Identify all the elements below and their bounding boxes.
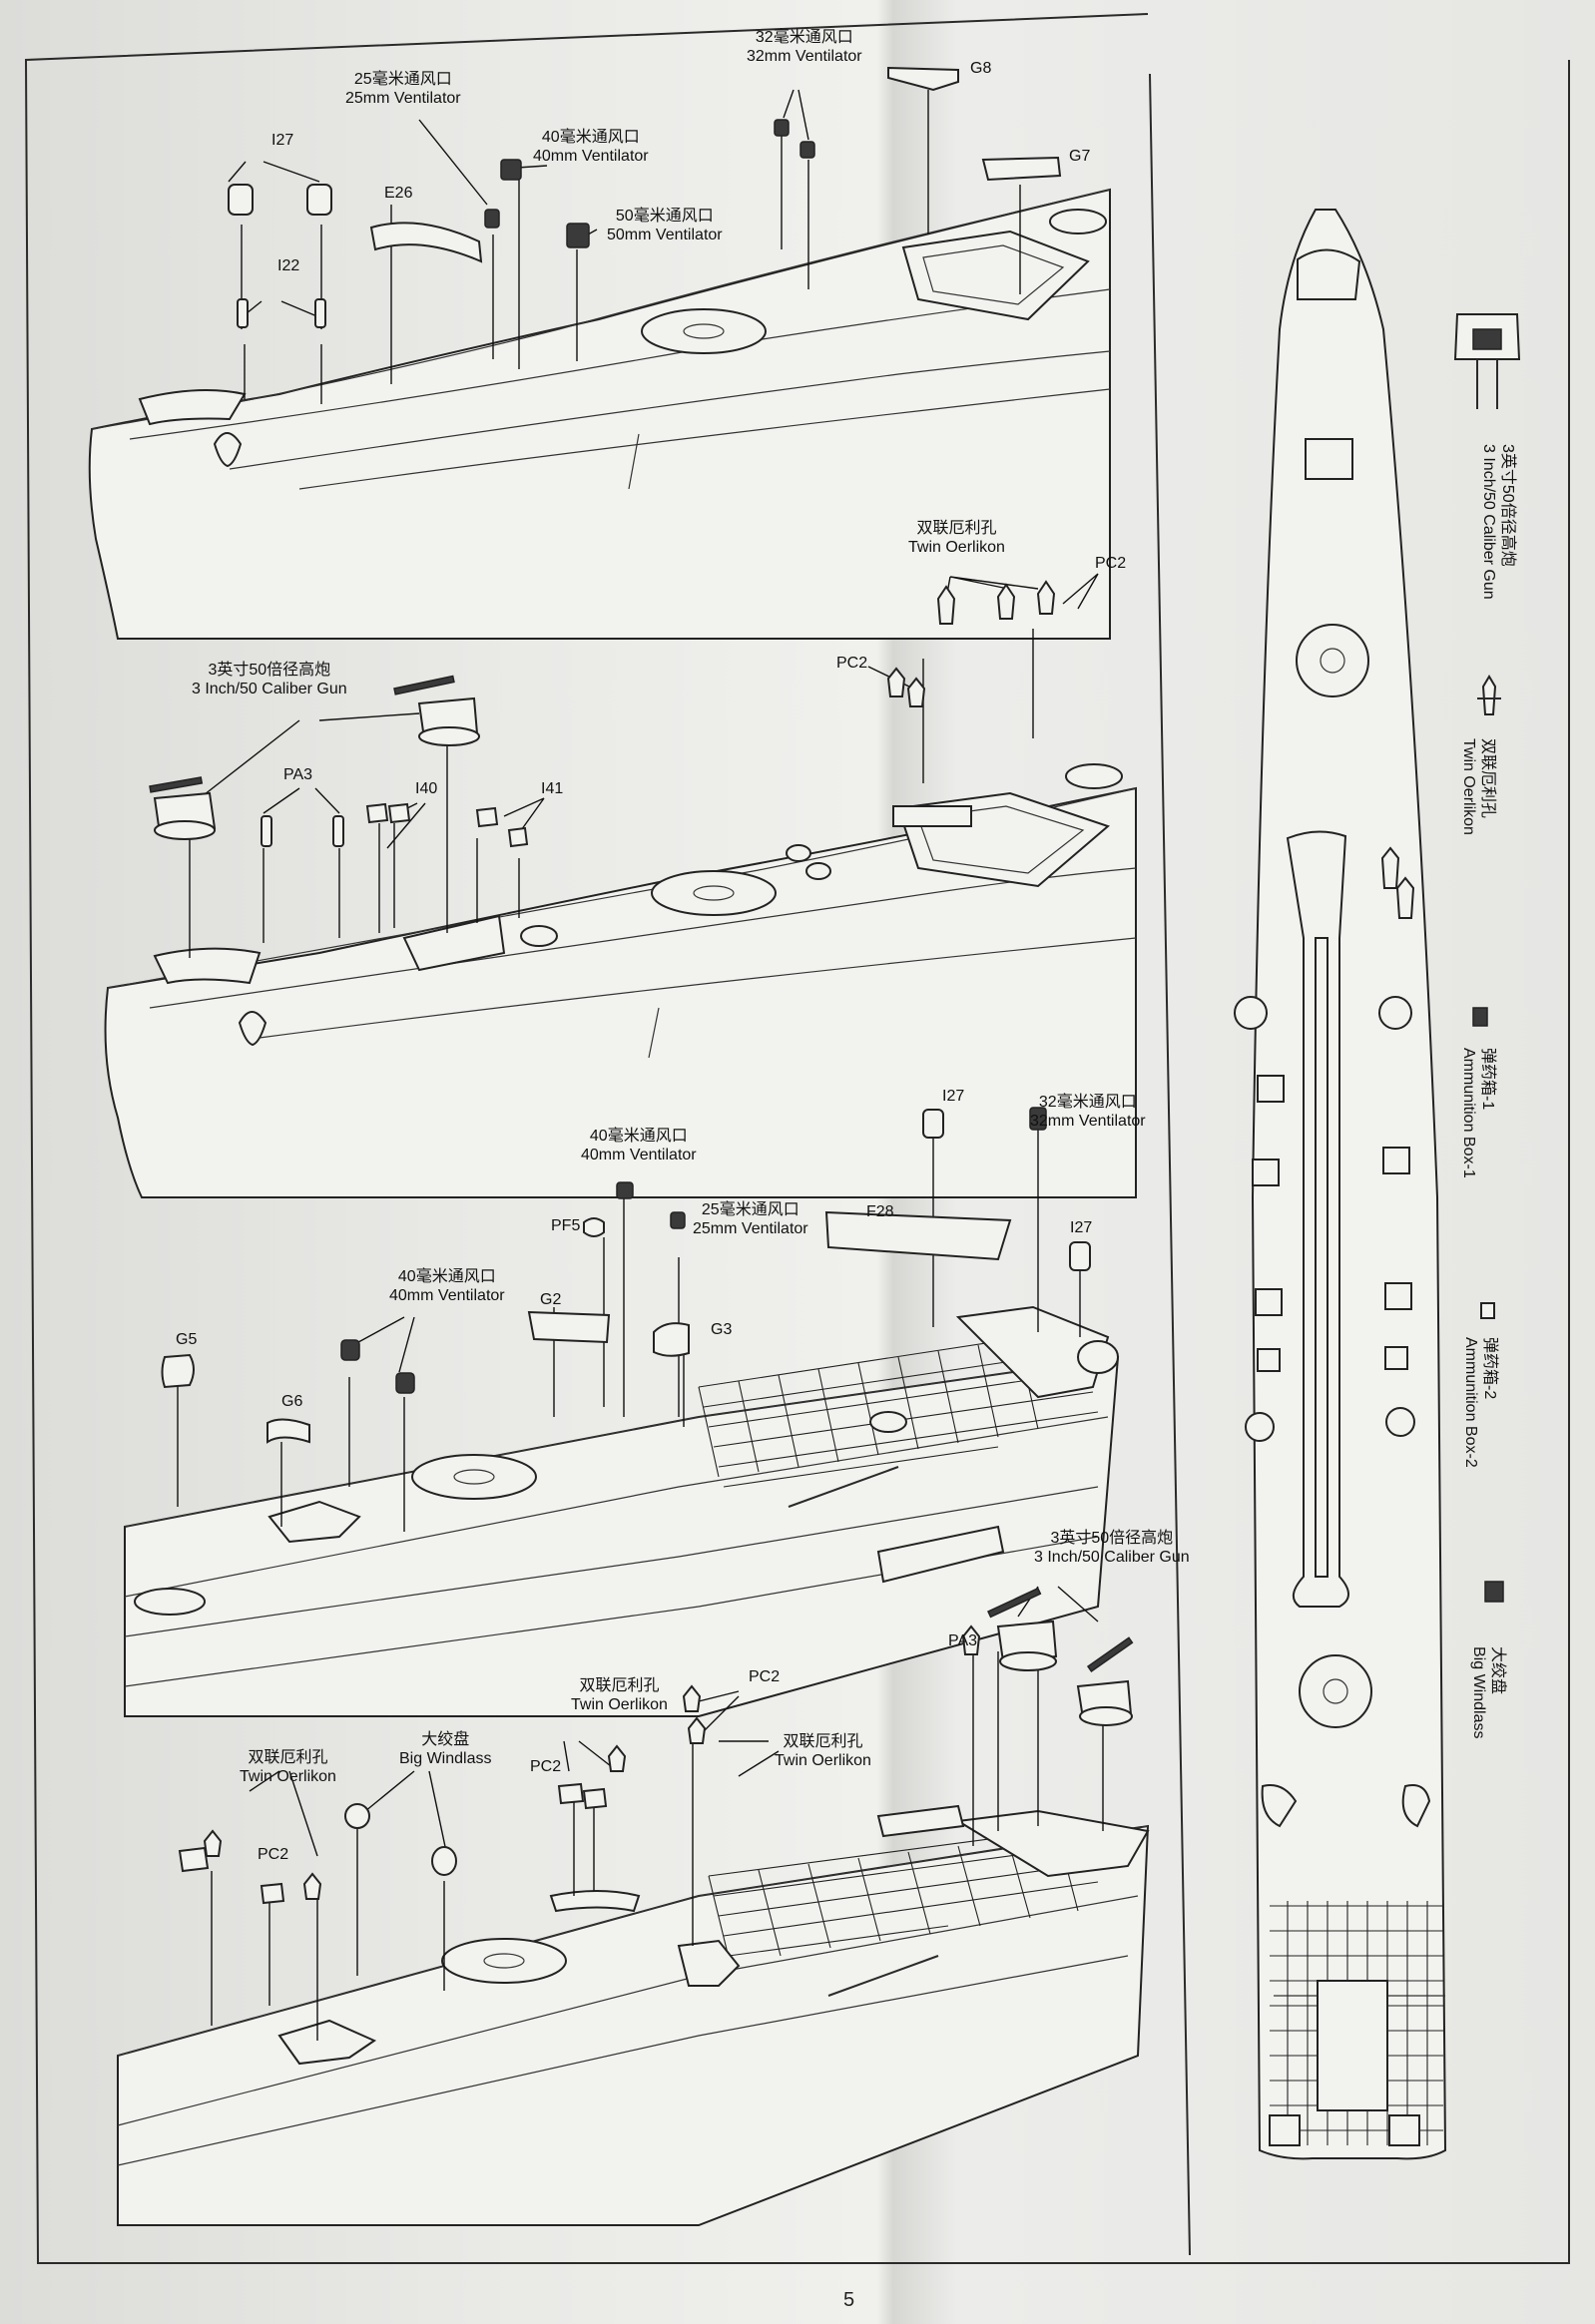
- page-frame: [24, 13, 1570, 2264]
- code-g8: G8: [970, 60, 992, 77]
- code-i41: I41: [541, 780, 564, 797]
- legend-icons: [1453, 313, 1521, 1603]
- step2-gun-a: [149, 776, 217, 840]
- gun-icon: [1453, 313, 1521, 409]
- code-g2: G2: [540, 1291, 562, 1308]
- step4-deck-grid: [708, 1825, 1104, 1967]
- oerlikon-icon: [1477, 675, 1501, 715]
- code-i27: I27: [271, 132, 294, 149]
- step4-gun-a: [987, 1587, 1058, 1671]
- ammo-box-2-icon: [1480, 1302, 1495, 1319]
- step3-hull: [124, 1107, 1120, 1717]
- code-g5: G5: [176, 1331, 198, 1348]
- code-pc2-step4c: PC2: [530, 1758, 562, 1775]
- code-i27-step3b: I27: [1070, 1219, 1093, 1236]
- page-number: 5: [843, 2289, 855, 2311]
- code-i40: I40: [415, 780, 438, 797]
- code-pc2-step2b: PC2: [836, 655, 868, 672]
- step2-hull: [104, 573, 1137, 1198]
- ammo-box-1-icon: [1472, 1007, 1488, 1027]
- step4-hull: [117, 1586, 1150, 2226]
- code-pf5: PF5: [551, 1217, 581, 1234]
- code-f28: F28: [866, 1203, 894, 1220]
- step1-hull: [88, 66, 1111, 640]
- code-pa3-step4: PA3: [948, 1632, 978, 1649]
- code-pc2-step4a: PC2: [749, 1668, 781, 1685]
- code-g6: G6: [281, 1393, 303, 1410]
- plan-view-hull: [1234, 209, 1447, 2160]
- code-pa3-step2: PA3: [283, 766, 313, 783]
- code-e26: E26: [384, 185, 413, 202]
- code-pc2-step2a: PC2: [1095, 555, 1127, 572]
- windlass-icon: [1484, 1581, 1504, 1603]
- code-i27-step3a: I27: [942, 1088, 965, 1105]
- step4-gun-b: [1076, 1636, 1134, 1726]
- code-pc2-step4b: PC2: [258, 1846, 289, 1863]
- step2-gun-b: [393, 675, 480, 746]
- code-g7: G7: [1069, 148, 1091, 165]
- code-i22: I22: [277, 257, 300, 274]
- code-g3: G3: [711, 1321, 733, 1338]
